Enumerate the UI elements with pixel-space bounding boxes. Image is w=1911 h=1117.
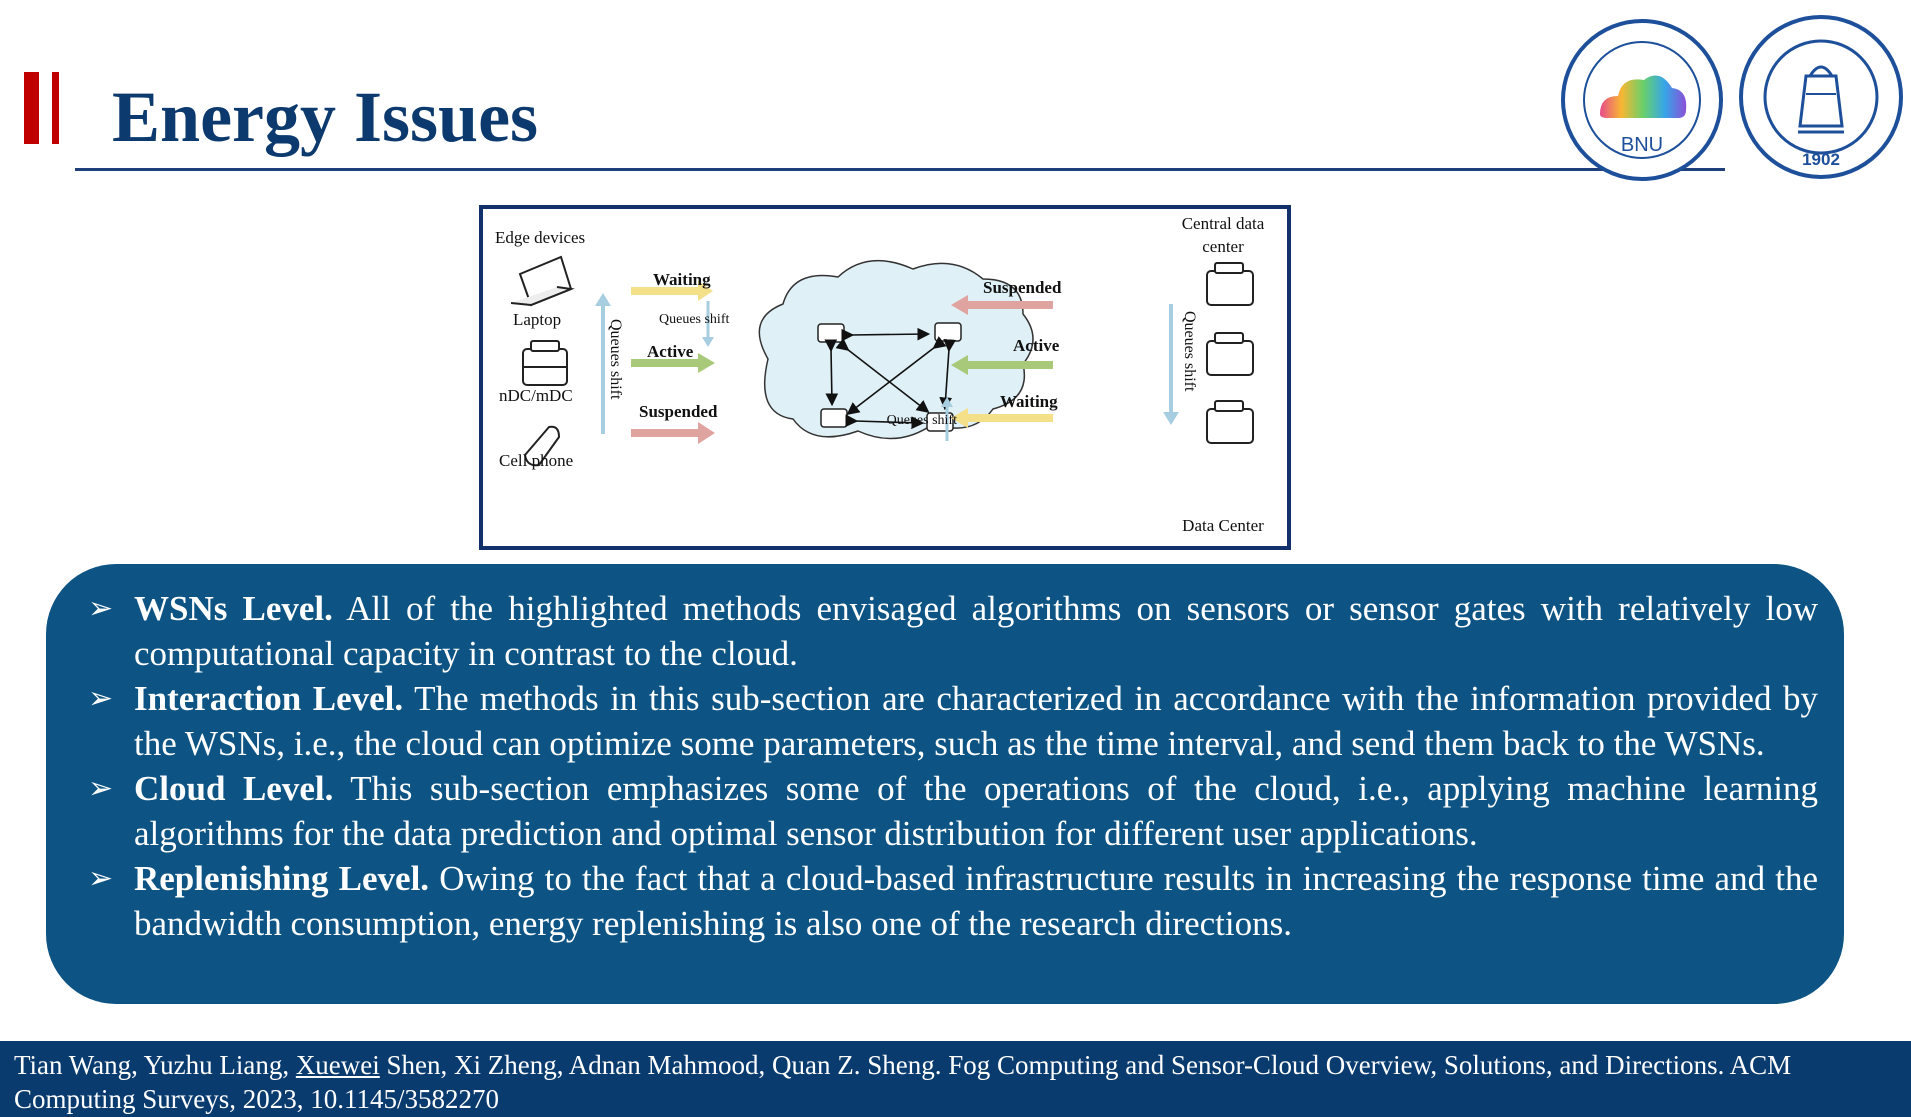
label-left-suspended: Suspended <box>639 402 718 421</box>
slide-title: Energy Issues <box>112 77 539 157</box>
left-waiting-arrow <box>631 281 713 301</box>
bullet-panel <box>46 564 1844 1004</box>
label-left-queues-shift-small: Queues shift <box>659 312 729 327</box>
label-central-data-line1: Central data <box>1182 214 1265 233</box>
bullet-replenishing-level: ➢ Replenishing Level. Owing to the fact t… <box>88 856 1818 946</box>
label-data-center: Data Center <box>1182 516 1264 535</box>
bnu-logo-text: BNU <box>1620 134 1664 156</box>
label-right-active: Active <box>1013 336 1060 355</box>
label-right-queues-shift-small: Queues shift <box>887 413 957 428</box>
energy-queue-diagram: Edge devices Laptop nDC/mDC Cell phone W… <box>479 205 1291 550</box>
right-active-arrow <box>951 355 1053 375</box>
bnu-center-logo: BNU <box>1560 18 1724 182</box>
citation-text: Tian Wang, Yuzhu Liang, Xuewei Shen, Xi … <box>14 1048 1894 1116</box>
bullet-cloud-level: ➢ Cloud Level. This sub-section emphasize… <box>88 766 1818 856</box>
bullet-heading: Cloud Level. <box>134 769 334 808</box>
title-accent-bar-thin <box>52 72 59 144</box>
label-laptop: Laptop <box>513 310 561 329</box>
bullet-body: Owing to the fact that a cloud-based inf… <box>134 859 1818 943</box>
left-suspended-arrow <box>631 422 715 444</box>
title-accent-bar <box>24 72 39 144</box>
right-waiting-arrow <box>951 408 1053 428</box>
citation-part2: Shen, Xi Zheng, Adnan Mahmood, Quan Z. S… <box>14 1050 1792 1114</box>
bullet-list: ➢ WSNs Level. All of the highlighted meth… <box>88 586 1818 946</box>
citation-footer <box>0 1041 1911 1117</box>
label-right-suspended: Suspended <box>983 278 1062 297</box>
bullet-body: All of the highlighted methods envisaged… <box>134 589 1818 673</box>
label-cell-phone: Cell phone <box>499 451 573 470</box>
label-right-waiting: Waiting <box>1000 392 1058 411</box>
diagram-canvas: Edge devices Laptop nDC/mDC Cell phone W… <box>495 214 1265 535</box>
bullet-arrow-icon: ➢ <box>88 862 114 895</box>
label-left-active: Active <box>647 342 694 361</box>
bullet-body: This sub-section emphasizes some of the … <box>134 769 1818 853</box>
left-active-arrow <box>631 353 715 373</box>
bullet-arrow-icon: ➢ <box>88 592 114 625</box>
cell-phone-icon <box>523 425 561 467</box>
citation-underlined-name: Xuewei <box>295 1050 380 1080</box>
label-right-queues-shift: Queues shift <box>1181 311 1198 392</box>
bullet-interaction-level: ➢ Interaction Level. The methods in this … <box>88 676 1818 766</box>
laptop-icon <box>510 255 575 307</box>
label-ndc-mdc: nDC/mDC <box>499 386 573 405</box>
data-center-server-icon <box>1206 262 1254 444</box>
label-left-queues-shift: Queues shift <box>607 319 624 400</box>
bullet-arrow-icon: ➢ <box>88 772 114 805</box>
beijing-normal-university-seal: 1902 <box>1738 14 1904 180</box>
bullet-wsns-level: ➢ WSNs Level. All of the highlighted meth… <box>88 586 1818 676</box>
title-divider <box>75 168 1725 171</box>
seal-year: 1902 <box>1802 150 1840 169</box>
label-edge-devices: Edge devices <box>495 228 585 247</box>
bullet-body: The methods in this sub-section are char… <box>134 679 1819 763</box>
citation-part1: Tian Wang, Yuzhu Liang, <box>14 1050 296 1080</box>
bullet-heading: Replenishing Level. <box>134 859 430 898</box>
label-central-data-line2: center <box>1202 237 1244 256</box>
bullet-heading: Interaction Level. <box>134 679 404 718</box>
bullet-heading: WSNs Level. <box>134 589 333 628</box>
label-left-waiting: Waiting <box>653 270 711 289</box>
right-suspended-arrow <box>951 295 1053 315</box>
ndc-server-icon <box>522 340 568 386</box>
bullet-arrow-icon: ➢ <box>88 682 114 715</box>
